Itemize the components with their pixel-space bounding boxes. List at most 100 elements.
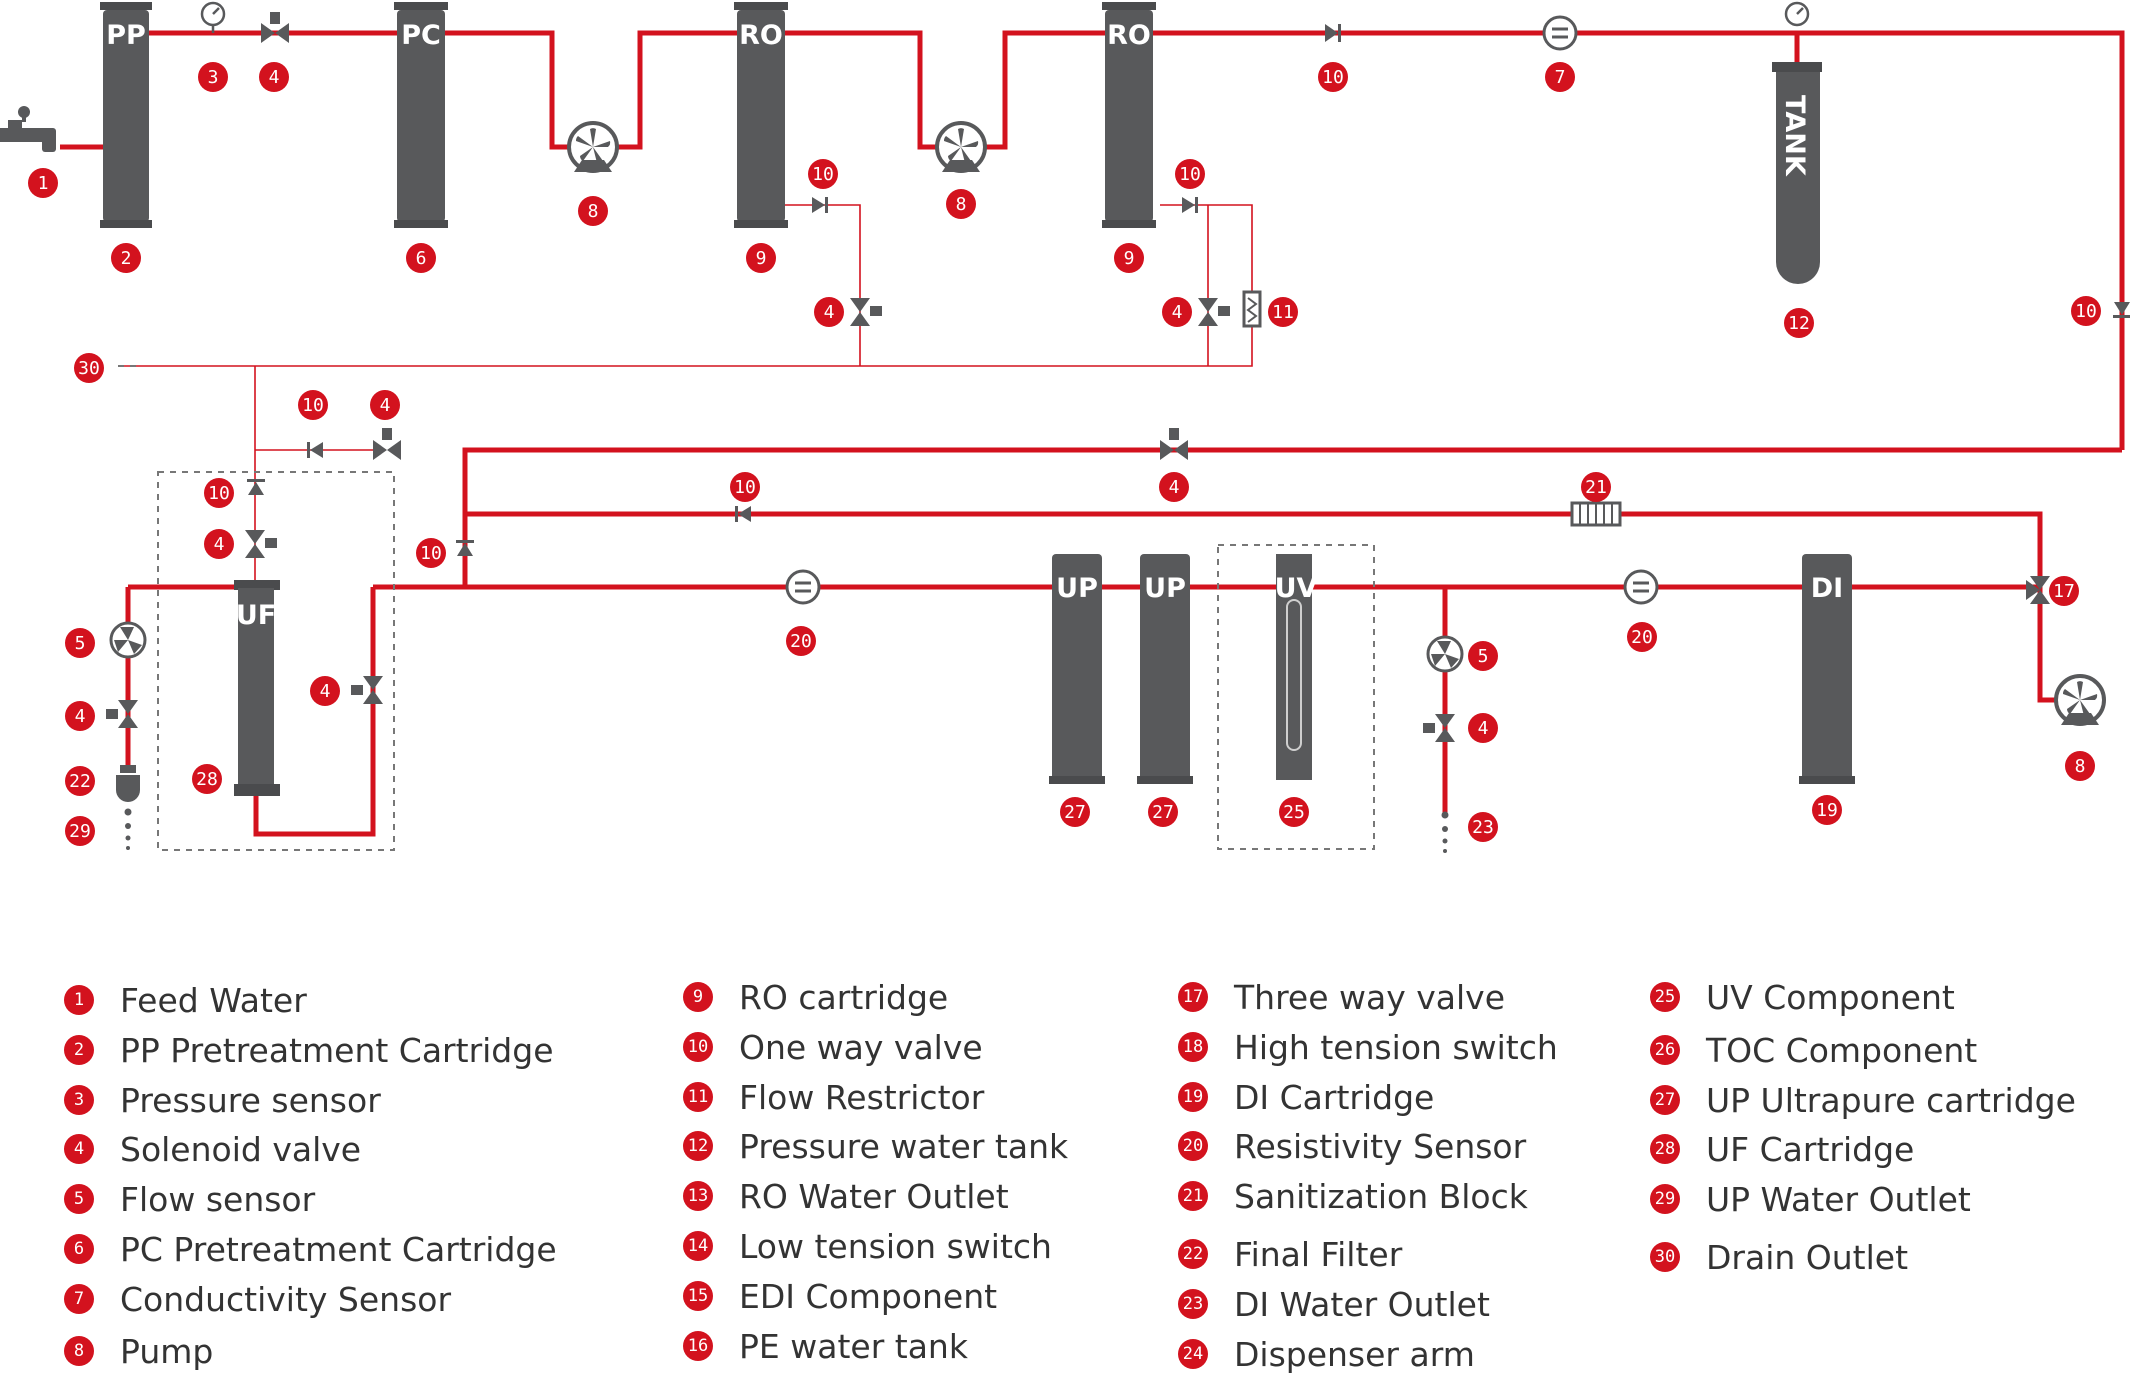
marker-badge: 11 (1268, 297, 1298, 327)
marker-badge: 4 (65, 701, 95, 731)
marker-badge: 4 (1162, 297, 1192, 327)
marker-badge: 2 (111, 243, 141, 273)
legend-number-badge: 7 (64, 1284, 94, 1314)
marker-badge: 10 (416, 538, 446, 568)
svg-text:4: 4 (75, 706, 86, 727)
pp-cartridge-label: PP (106, 20, 146, 51)
legend-label: Final Filter (1234, 1234, 1403, 1274)
resistivity-sensor-icon (785, 569, 821, 605)
ro-cartridge-1: RO (734, 2, 788, 228)
legend-label: Drain Outlet (1706, 1237, 1909, 1277)
svg-text:27: 27 (1152, 802, 1174, 823)
svg-text:10: 10 (2075, 301, 2097, 322)
legend-number-badge: 26 (1650, 1035, 1680, 1065)
marker-badge: 20 (786, 626, 816, 656)
one-way-valve-icon (1182, 197, 1198, 213)
marker-badge: 4 (1159, 472, 1189, 502)
pressure-gauge-icon (200, 1, 226, 33)
svg-text:25: 25 (1283, 802, 1305, 823)
marker-badge: 12 (1784, 308, 1814, 338)
legend-label: Feed Water (120, 980, 307, 1020)
one-way-valve-icon (812, 197, 828, 213)
marker-badges: 1 2 3 4 6 8 9 10 4 8 9 10 4 11 10 7 12 1… (28, 62, 2101, 846)
legend-label: RO Water Outlet (739, 1176, 1009, 1216)
marker-badge: 10 (204, 478, 234, 508)
legend-number-badge: 28 (1650, 1134, 1680, 1164)
uf-cartridge: UF (234, 580, 280, 796)
svg-text:10: 10 (1322, 67, 1344, 88)
legend-number-badge: 20 (1178, 1131, 1208, 1161)
svg-text:5: 5 (1478, 646, 1489, 667)
marker-badge: 9 (1114, 243, 1144, 273)
svg-text:5: 5 (75, 633, 86, 654)
marker-badge: 8 (2065, 751, 2095, 781)
marker-badge: 22 (65, 766, 95, 796)
legend-label: TOC Component (1706, 1030, 1978, 1070)
svg-text:30: 30 (78, 358, 100, 379)
pp-cartridge: PP (100, 2, 152, 228)
legend-label: Low tension switch (739, 1226, 1052, 1266)
svg-text:7: 7 (1555, 67, 1566, 88)
legend-number-badge: 24 (1178, 1339, 1208, 1369)
pressure-water-tank: TANK (1772, 62, 1822, 284)
marker-badge: 8 (578, 196, 608, 226)
svg-text:22: 22 (69, 771, 91, 792)
uf-module-enclosure (157, 471, 395, 851)
legend-item: 30 Drain Outlet (1650, 1235, 1908, 1279)
legend-label: Conductivity Sensor (120, 1279, 452, 1319)
uv-module-enclosure (1217, 544, 1375, 850)
solenoid-valve-icon (850, 298, 882, 326)
marker-badge: 8 (946, 189, 976, 219)
legend-label: Solenoid valve (120, 1129, 362, 1169)
svg-text:12: 12 (1788, 313, 1810, 334)
legend-number-badge: 25 (1650, 982, 1680, 1012)
legend-number-badge: 30 (1650, 1242, 1680, 1272)
legend-label: RO cartridge (739, 977, 949, 1017)
legend-number-badge: 4 (64, 1134, 94, 1164)
marker-badge: 4 (370, 390, 400, 420)
one-way-valve-icon (735, 506, 751, 522)
one-way-valve-icon (456, 540, 474, 556)
marker-badge: 4 (814, 297, 844, 327)
resistivity-sensor-icon (1623, 569, 1659, 605)
svg-text:10: 10 (208, 483, 230, 504)
legend-number-badge: 5 (64, 1184, 94, 1214)
up-water-outlet-drops-icon (124, 808, 132, 850)
svg-text:6: 6 (416, 248, 427, 269)
legend-label: UP Ultrapure cartridge (1706, 1080, 2076, 1120)
legend-number-badge: 14 (683, 1231, 713, 1261)
legend-label: Pressure water tank (739, 1126, 1069, 1166)
marker-badge: 23 (1468, 812, 1498, 842)
solenoid-valve-icon (106, 700, 138, 728)
legend-number-badge: 8 (64, 1336, 94, 1366)
svg-text:1: 1 (38, 173, 49, 194)
up-cartridge-2: UP (1137, 554, 1193, 784)
legend-label: Three way valve (1234, 977, 1505, 1017)
one-way-valve-icon (307, 442, 323, 458)
svg-text:4: 4 (320, 681, 331, 702)
marker-badge: 1 (28, 168, 58, 198)
legend-number-badge: 16 (683, 1331, 713, 1361)
marker-badge: 7 (1545, 62, 1575, 92)
legend-number-badge: 10 (683, 1032, 713, 1062)
marker-badge: 29 (65, 816, 95, 846)
legend-number-badge: 18 (1178, 1032, 1208, 1062)
svg-text:4: 4 (1478, 718, 1489, 739)
di-water-outlet-drops-icon (1441, 811, 1449, 853)
pressure-gauge-icon (1784, 1, 1810, 27)
legend-label: DI Water Outlet (1234, 1284, 1490, 1324)
legend-label: Dispenser arm (1234, 1334, 1475, 1374)
svg-text:8: 8 (588, 201, 599, 222)
svg-text:4: 4 (824, 302, 835, 323)
legend-item: 14 Low tension switch (683, 1224, 1052, 1268)
marker-badge: 5 (65, 628, 95, 658)
